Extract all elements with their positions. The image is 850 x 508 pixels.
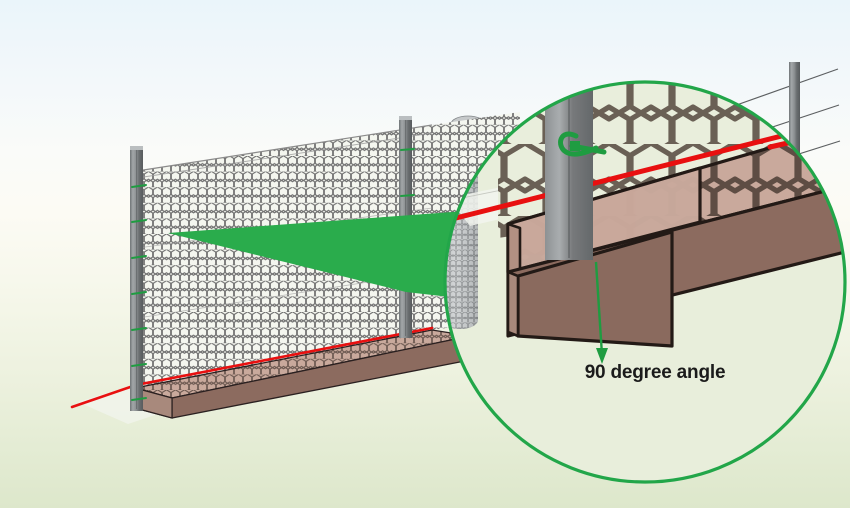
- fence-post-magnified: [545, 82, 593, 260]
- fence-post-back-tall: [789, 62, 800, 184]
- magnifier-rim[interactable]: [443, 80, 847, 484]
- magnifier-contents: [445, 82, 845, 482]
- annotation-arrow: [594, 261, 608, 364]
- wire-tie-marks-left: [131, 184, 147, 401]
- annotation-label-90-degree: 90 degree angle: [584, 362, 726, 383]
- magnifier-cone: [168, 207, 520, 305]
- magnifier-callout[interactable]: [420, 40, 847, 484]
- ground-line-red: [70, 326, 434, 409]
- ground-line-red-magnified: [449, 117, 845, 222]
- wire-tie-knot: [570, 141, 580, 151]
